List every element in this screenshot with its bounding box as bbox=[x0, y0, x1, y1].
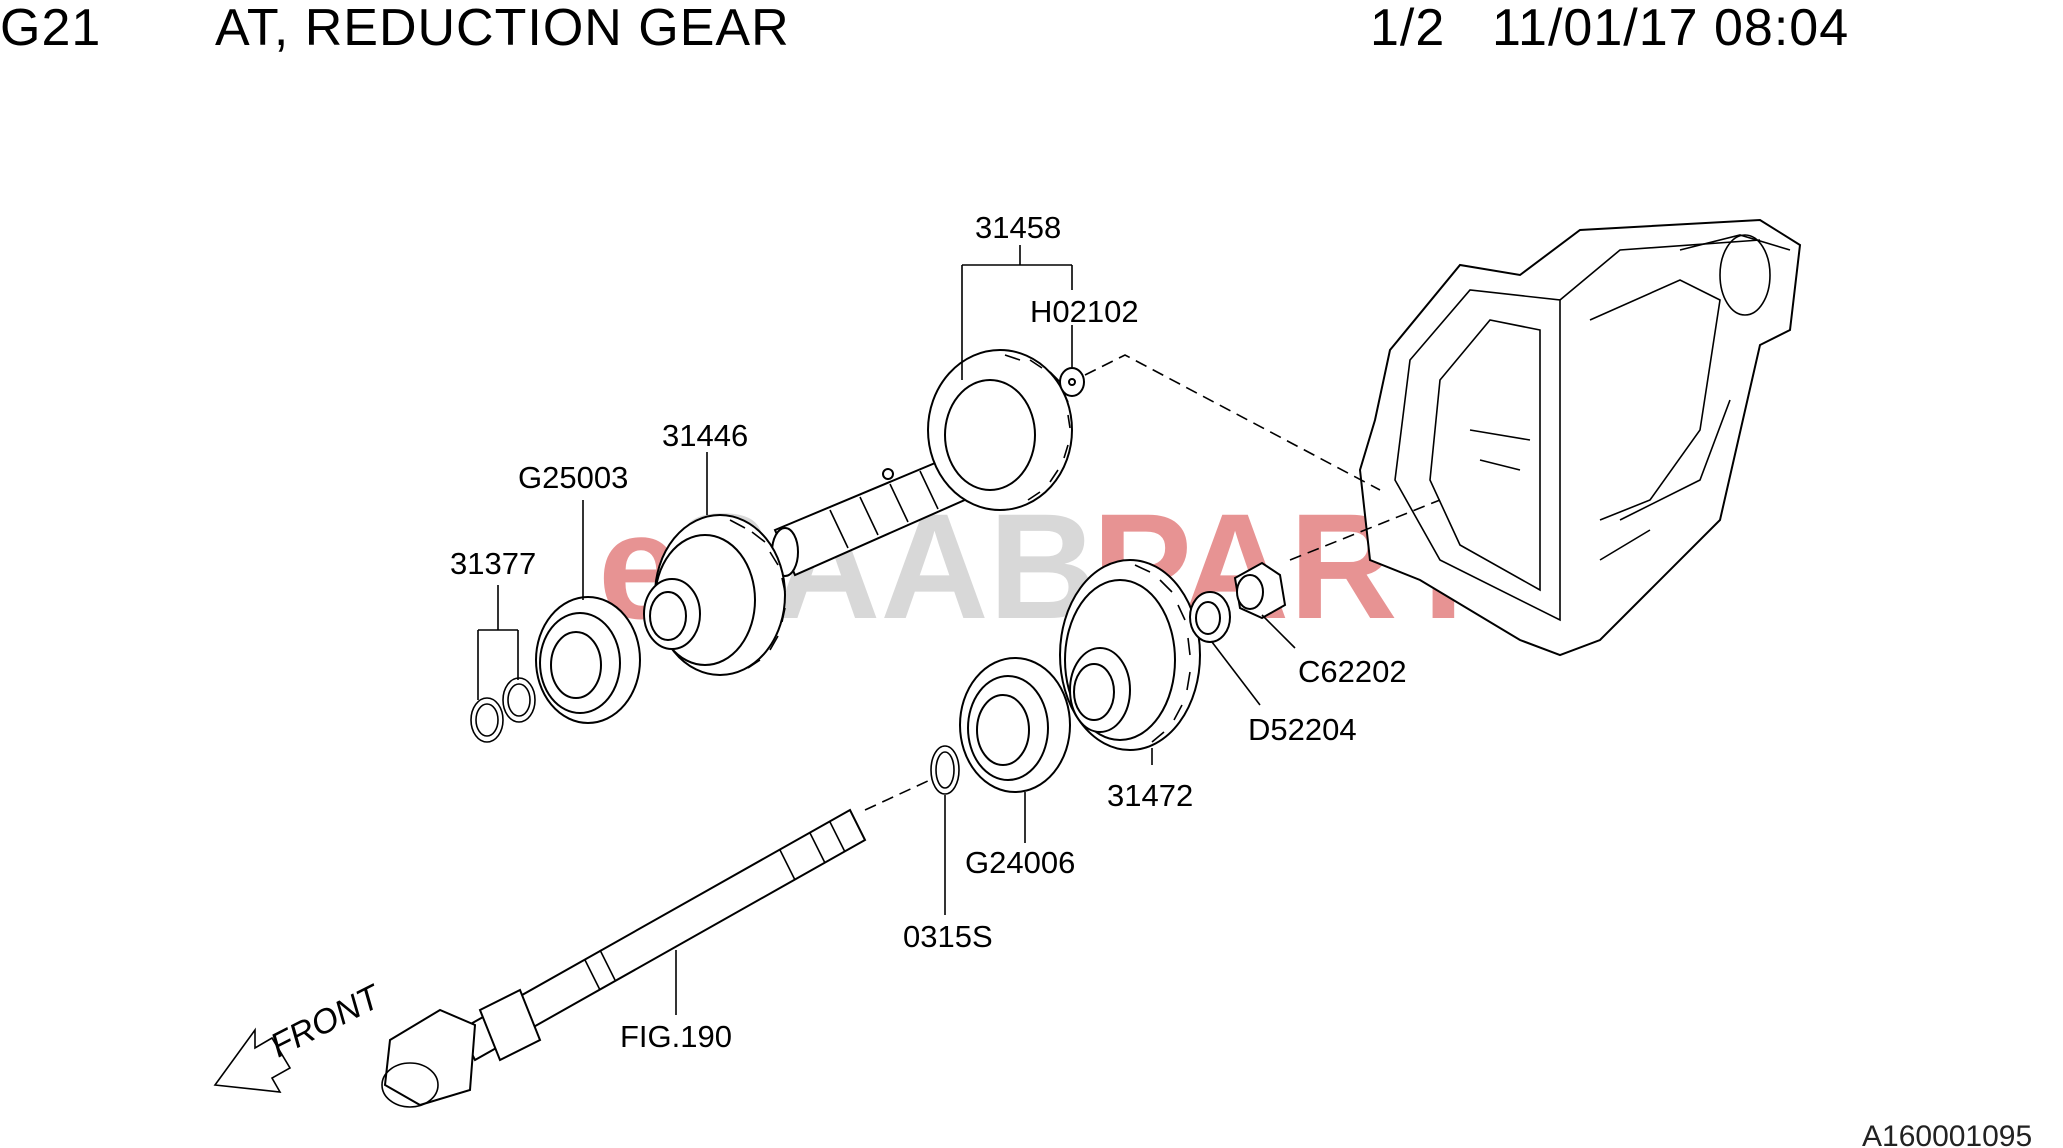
part-gear-31472 bbox=[1059, 559, 1201, 751]
callout-H02102: H02102 bbox=[1030, 294, 1139, 329]
callout-G24006: G24006 bbox=[965, 845, 1075, 880]
leader-lines bbox=[477, 245, 1296, 1015]
diagram-title: AT, REDUCTION GEAR bbox=[215, 0, 790, 57]
part-snap-ring-0315S bbox=[930, 745, 960, 795]
front-label: FRONT bbox=[264, 977, 388, 1065]
callout-31458: 31458 bbox=[975, 210, 1061, 245]
part-washer-H02102 bbox=[1059, 367, 1085, 397]
front-arrow-icon bbox=[213, 1027, 292, 1093]
print-datetime: 11/01/17 08:04 bbox=[1492, 0, 1850, 57]
callout-31472: 31472 bbox=[1107, 778, 1193, 813]
part-bearing-G25003 bbox=[535, 596, 641, 724]
alignment-line-center bbox=[1289, 499, 1441, 561]
callout-G25003: G25003 bbox=[518, 460, 628, 495]
part-shaft-31458 bbox=[771, 349, 1073, 577]
front-direction-indicator: FRONT bbox=[213, 977, 388, 1093]
transmission-housing bbox=[1358, 218, 1802, 657]
page-indicator: 1/2 bbox=[1370, 0, 1446, 57]
callout-0315S: 0315S bbox=[903, 919, 993, 954]
callout-C62202: C62202 bbox=[1298, 654, 1407, 689]
part-nut-C62202 bbox=[1233, 561, 1287, 620]
callout-fig190: FIG.190 bbox=[620, 1019, 732, 1054]
part-shaft-fig190 bbox=[381, 808, 867, 1108]
alignment-line-upper bbox=[1084, 354, 1381, 491]
part-bearing-G24006 bbox=[959, 657, 1071, 793]
callout-D52204: D52204 bbox=[1248, 712, 1357, 747]
figure-id: A160001095 bbox=[1862, 1120, 2032, 1148]
alignment-line-lower bbox=[864, 779, 931, 811]
part-washer-D52204 bbox=[1189, 591, 1231, 643]
diagram-code: G21 bbox=[0, 0, 102, 57]
callout-31377: 31377 bbox=[450, 546, 536, 581]
part-gear-31446 bbox=[643, 514, 786, 676]
callout-31446: 31446 bbox=[662, 418, 748, 453]
part-snap-rings-31377 bbox=[470, 677, 536, 743]
